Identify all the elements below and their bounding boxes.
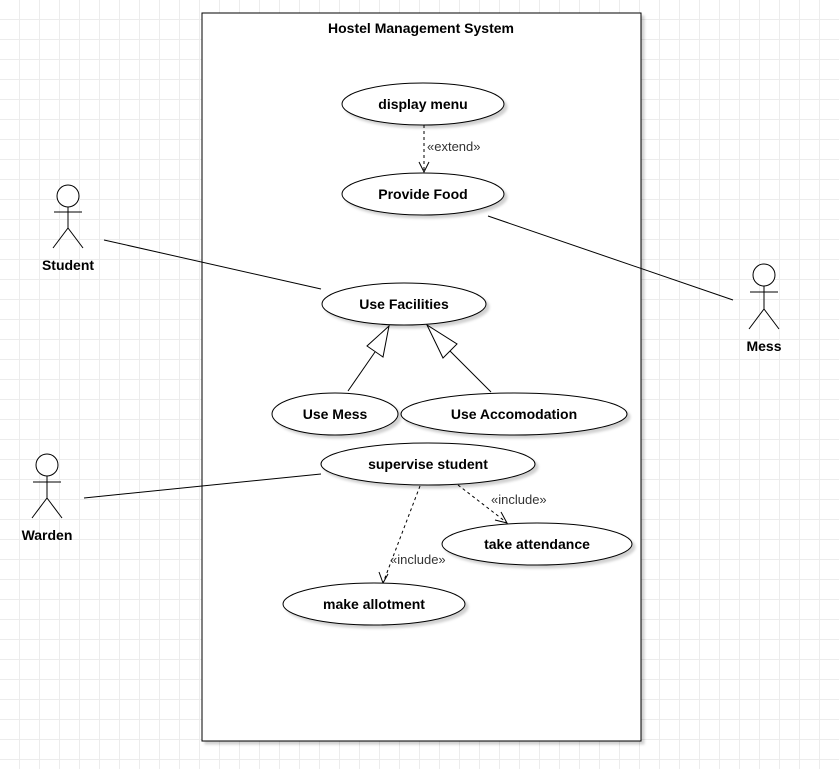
- use-case-display-menu[interactable]: display menu: [341, 82, 505, 126]
- include-label-attendance: «include»: [491, 492, 547, 507]
- use-case-use-mess[interactable]: Use Mess: [271, 392, 399, 436]
- association-mess-provide-food[interactable]: [487, 215, 734, 301]
- association-warden-supervise-student[interactable]: [83, 473, 322, 499]
- extend-relation[interactable]: [418, 125, 430, 174]
- use-case-label: make allotment: [323, 596, 425, 612]
- include-label-allotment: «include»: [390, 552, 446, 567]
- stick-figure-icon: [31, 453, 63, 519]
- use-case-use-facilities[interactable]: Use Facilities: [321, 282, 487, 326]
- generalization-use-accomodation[interactable]: [425, 323, 492, 393]
- use-case-label: Use Accomodation: [451, 406, 577, 422]
- generalization-use-mess[interactable]: [347, 324, 390, 392]
- use-case-label: Use Mess: [303, 406, 368, 422]
- stick-figure-icon: [52, 184, 84, 249]
- use-case-supervise-student[interactable]: supervise student: [320, 442, 536, 486]
- actor-label: Student: [42, 257, 94, 273]
- use-case-label: Provide Food: [378, 186, 467, 202]
- actor-label: Warden: [22, 527, 73, 543]
- extend-label: «extend»: [427, 139, 481, 154]
- use-case-use-accomodation[interactable]: Use Accomodation: [400, 392, 628, 436]
- actor-label: Mess: [746, 338, 781, 354]
- system-title: Hostel Management System: [328, 20, 514, 36]
- actor-warden[interactable]: Warden: [22, 453, 73, 543]
- use-case-provide-food[interactable]: Provide Food: [341, 172, 505, 216]
- include-relation-take-attendance[interactable]: [457, 484, 508, 524]
- actor-mess[interactable]: Mess: [746, 263, 782, 354]
- use-case-label: display menu: [378, 96, 467, 112]
- use-case-label: take attendance: [484, 536, 590, 552]
- stick-figure-icon: [748, 263, 780, 330]
- actor-student[interactable]: Student: [42, 184, 94, 273]
- association-student-use-facilities[interactable]: [103, 239, 322, 290]
- use-case-take-attendance[interactable]: take attendance: [441, 522, 633, 566]
- use-case-make-allotment[interactable]: make allotment: [282, 582, 466, 626]
- use-case-label: supervise student: [368, 456, 488, 472]
- use-case-label: Use Facilities: [359, 296, 449, 312]
